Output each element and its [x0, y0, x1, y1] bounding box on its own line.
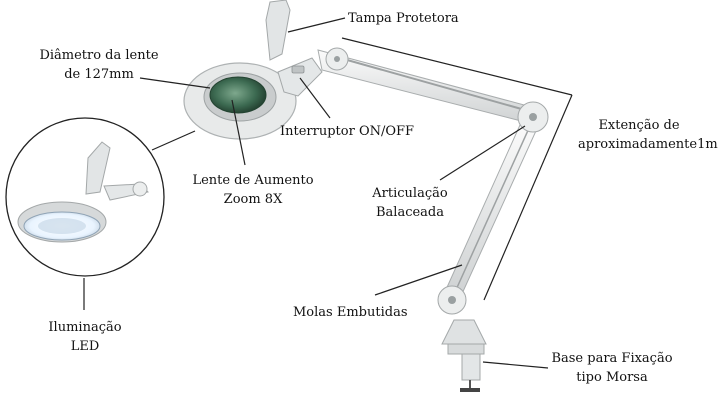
label-molas-line1: Molas Embutidas — [293, 305, 408, 320]
label-molas-embutidas: Molas Embutidas — [293, 303, 408, 322]
lamp-diagram — [5, 0, 573, 392]
elbow-joint — [517, 101, 549, 133]
leader-zoom — [151, 130, 196, 151]
led-detail-circle — [5, 117, 165, 277]
label-base-line2: tipo Morsa — [576, 370, 648, 385]
label-lente-line2: Zoom 8X — [223, 192, 283, 207]
leader-base — [482, 361, 549, 369]
label-diametro-line2: de 127mm — [64, 67, 134, 82]
label-extensao-line1: Extenção de — [598, 118, 680, 133]
label-iluminacao-line2: LED — [70, 339, 100, 354]
base-clamp — [437, 285, 487, 392]
leader-lines — [83, 17, 573, 369]
label-diametro-lente: Diâmetro da lente de 127mm — [33, 46, 165, 84]
lamp-arm — [317, 49, 541, 299]
label-articulacao-line2: Balaceada — [375, 205, 444, 220]
head-pivot — [325, 47, 349, 71]
lamp-head — [183, 0, 323, 140]
label-base-fixacao: Base para Fixação tipo Morsa — [546, 349, 678, 387]
label-base-line1: Base para Fixação — [551, 351, 673, 366]
label-tampa-line1: Tampa Protetora — [348, 11, 459, 26]
label-extensao: Extenção de aproximadamente1m — [578, 116, 718, 154]
label-iluminacao-line1: Iluminação — [48, 320, 122, 335]
leader-articulacao — [439, 125, 526, 181]
label-articulacao-line1: Articulação — [372, 186, 448, 201]
label-lente-line1: Lente de Aumento — [192, 173, 314, 188]
leader-lente — [231, 99, 246, 166]
leader-diametro — [139, 77, 211, 89]
label-tampa-protetora: Tampa Protetora — [348, 9, 459, 28]
label-lente-aumento: Lente de Aumento Zoom 8X — [186, 171, 320, 209]
leader-tampa — [287, 17, 346, 33]
leader-extensao-right — [483, 94, 573, 301]
label-interruptor: Interruptor ON/OFF — [280, 122, 414, 141]
label-iluminacao-led: Iluminação LED — [38, 318, 132, 356]
label-diametro-line1: Diâmetro da lente — [39, 48, 159, 63]
leader-interruptor — [299, 77, 331, 119]
label-articulacao: Articulação Balaceada — [362, 184, 458, 222]
leader-extensao-top — [341, 37, 573, 96]
label-extensao-line2: aproximadamente1m — [578, 137, 718, 152]
leader-molas — [374, 264, 463, 296]
label-interruptor-line1: Interruptor ON/OFF — [280, 124, 415, 139]
